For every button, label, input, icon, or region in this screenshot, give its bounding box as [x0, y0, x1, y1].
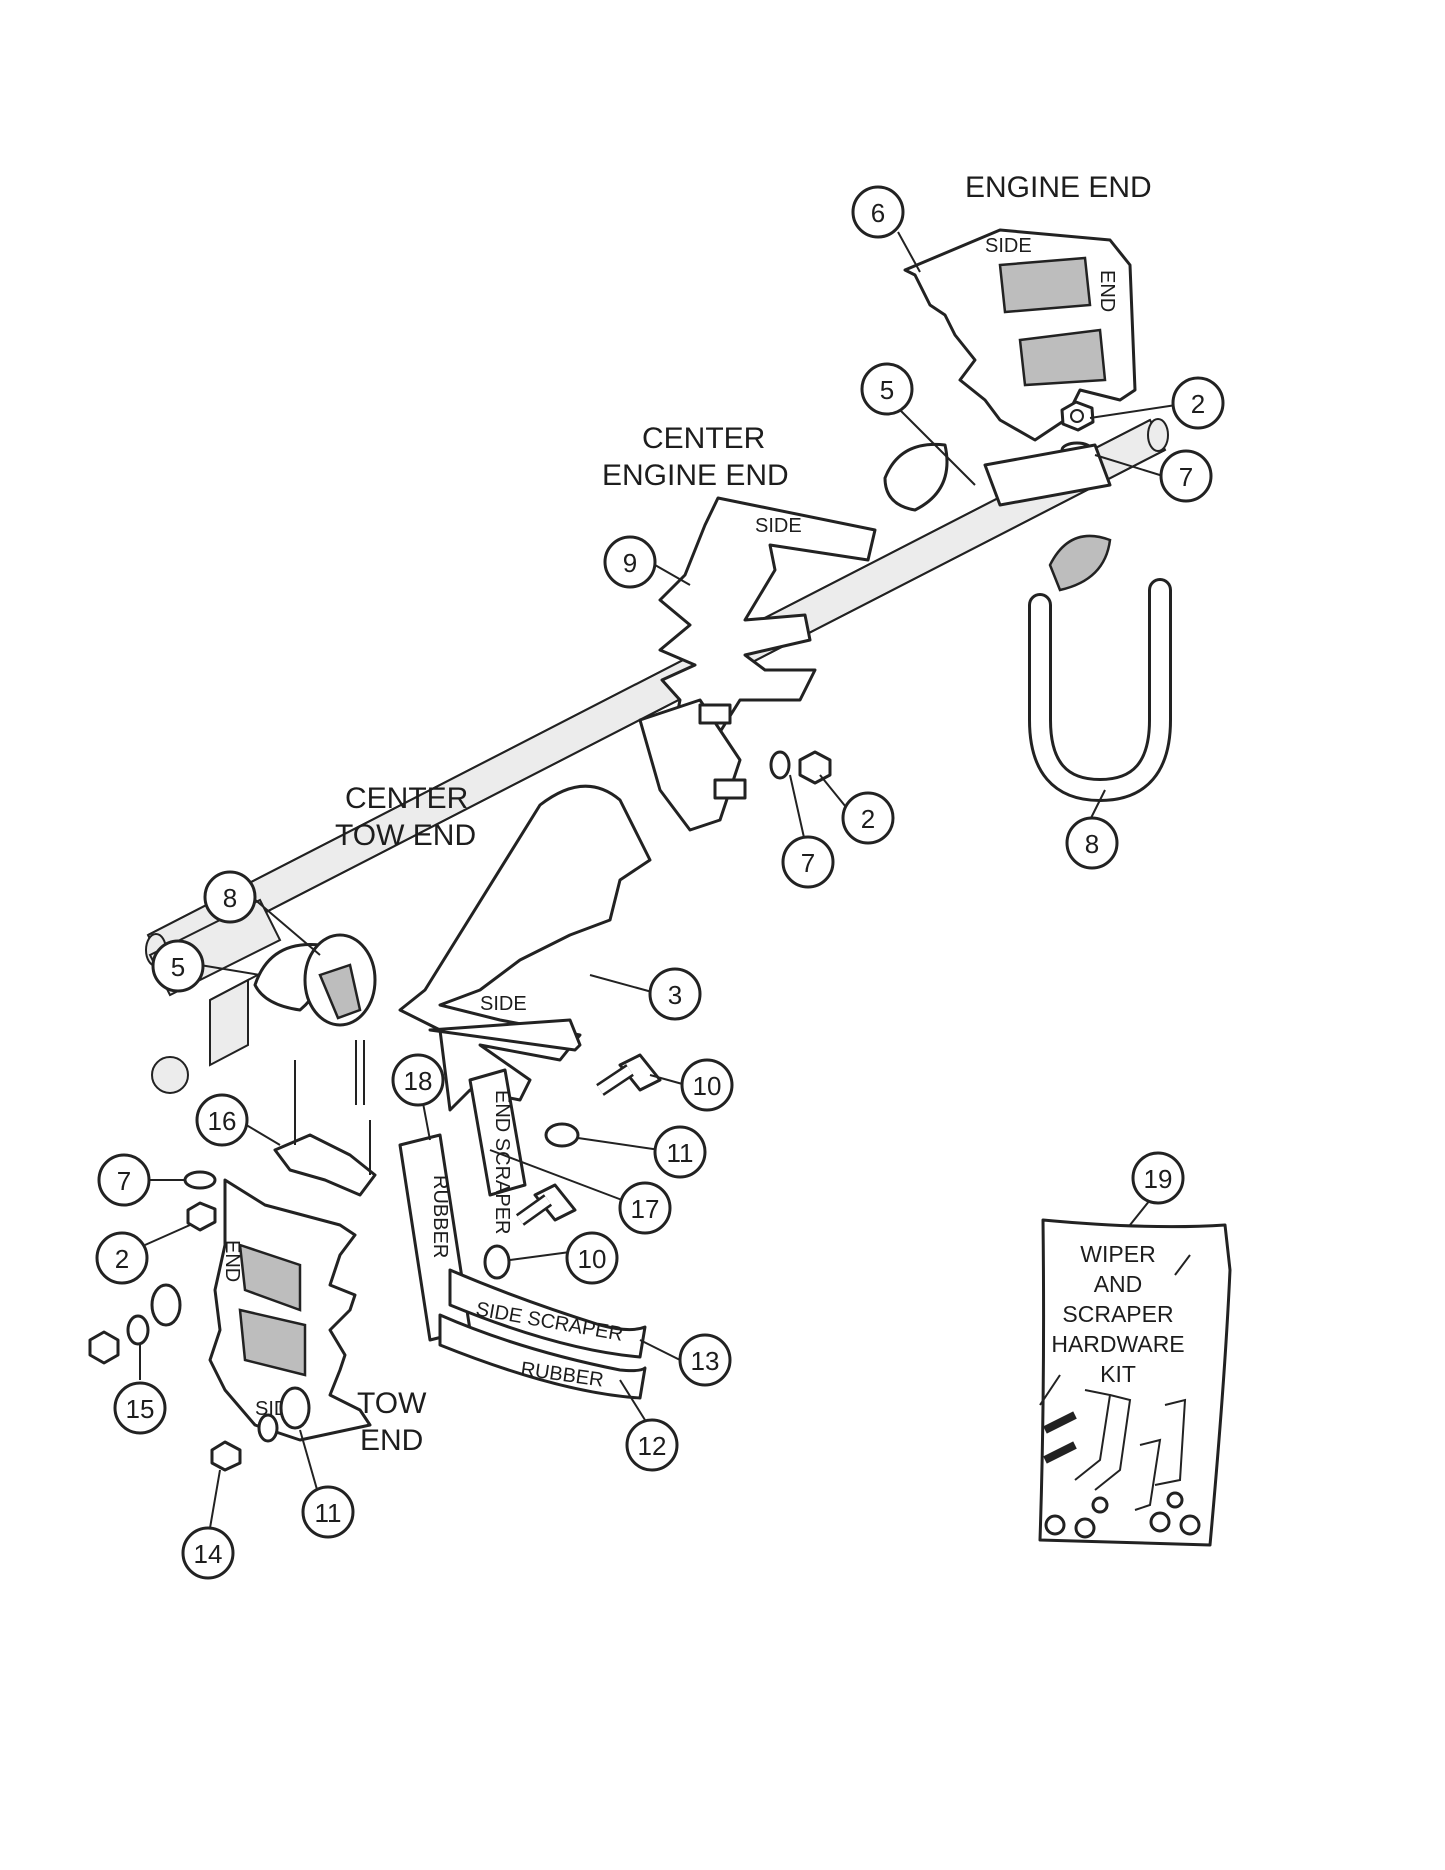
callout-15: 15 [113, 1381, 167, 1435]
tow-end-wiper-plate: SIDE END [208, 1178, 372, 1442]
label-center-tow-end-line2: TOW END [335, 819, 476, 852]
label-center-engine-end-line1: CENTER [642, 422, 765, 455]
callout-6: 6 [851, 185, 905, 239]
callout-17: 17 [618, 1181, 672, 1235]
callout-11: 11 [653, 1125, 707, 1179]
svg-text:18: 18 [404, 1066, 433, 1096]
engine-end-u-bolt [1028, 578, 1172, 803]
svg-text:17: 17 [631, 1194, 660, 1224]
svg-text:2: 2 [861, 804, 875, 834]
callout-7: 7 [97, 1153, 151, 1207]
plate-text-rubber: RUBBER [429, 1175, 451, 1258]
plate-text-side: SIDE [480, 993, 527, 1015]
bolt-upper [544, 1053, 662, 1148]
engine-end-wiper-plate: SIDE END [903, 228, 1137, 442]
tow-end-clamp-bracket [273, 1060, 377, 1197]
svg-text:2: 2 [115, 1244, 129, 1274]
label-center-tow-end-line1: CENTER [345, 782, 468, 815]
label-center-engine-end-line2: ENGINE END [602, 459, 789, 492]
svg-text:8: 8 [1085, 829, 1099, 859]
svg-text:9: 9 [623, 548, 637, 578]
center-tow-end-plate: SIDE [398, 784, 652, 1112]
svg-text:8: 8 [223, 883, 237, 913]
callout-12: 12 [625, 1418, 679, 1472]
callout-2: 2 [95, 1231, 149, 1285]
callout-2: 2 [1171, 376, 1225, 430]
engine-end-hardware [983, 400, 1112, 507]
plate-text-end: END [1096, 270, 1118, 312]
kit-label-line4: HARDWARE [1051, 1331, 1184, 1357]
callout-10: 10 [680, 1058, 734, 1112]
callout-11: 11 [301, 1485, 355, 1539]
svg-text:3: 3 [668, 980, 682, 1010]
center-engine-end-plate: SIDE [658, 496, 877, 762]
callout-8: 8 [1065, 816, 1119, 870]
kit-label-line2: AND [1094, 1271, 1143, 1297]
label-engine-end: ENGINE END [965, 171, 1152, 204]
svg-text:5: 5 [880, 375, 894, 405]
callout-5: 5 [860, 362, 914, 416]
svg-text:7: 7 [801, 848, 815, 878]
callout-16: 16 [195, 1093, 249, 1147]
plate-text-side: SIDE [985, 235, 1032, 257]
callout-13: 13 [678, 1333, 732, 1387]
svg-text:7: 7 [117, 1166, 131, 1196]
svg-text:10: 10 [578, 1244, 607, 1274]
plate-text-side: SIDE [755, 515, 802, 537]
label-tow-end-line1: TOW [357, 1387, 427, 1420]
svg-text:19: 19 [1144, 1164, 1173, 1194]
plate-text-end-scraper: END SCRAPER [491, 1090, 513, 1234]
callout-8: 8 [203, 870, 257, 924]
svg-text:2: 2 [1191, 389, 1205, 419]
svg-text:5: 5 [171, 952, 185, 982]
callout-19: 19 [1131, 1151, 1185, 1205]
tow-end-bearing-cap [253, 933, 377, 1027]
callout-3: 3 [648, 967, 702, 1021]
callout-9: 9 [603, 535, 657, 589]
svg-text:6: 6 [871, 198, 885, 228]
kit-label-line3: SCRAPER [1062, 1301, 1173, 1327]
end-scraper-strip: END SCRAPER [468, 1068, 527, 1234]
callout-2: 2 [841, 791, 895, 845]
callout-14: 14 [181, 1526, 235, 1580]
svg-text:16: 16 [208, 1106, 237, 1136]
svg-text:15: 15 [126, 1394, 155, 1424]
kit-label-line1: WIPER [1080, 1241, 1155, 1267]
callout-5: 5 [151, 939, 205, 993]
label-tow-end-line2: END [360, 1424, 423, 1457]
callout-7: 7 [1159, 449, 1213, 503]
svg-text:13: 13 [691, 1346, 720, 1376]
svg-text:11: 11 [667, 1138, 694, 1168]
hardware-kit-bag: WIPER AND SCRAPER HARDWARE KIT [1038, 1218, 1232, 1547]
bolt-lower [483, 1183, 577, 1280]
callout-10: 10 [565, 1231, 619, 1285]
callout-18: 18 [391, 1053, 445, 1107]
svg-text:10: 10 [693, 1071, 722, 1101]
plate-text-end: END [221, 1240, 243, 1282]
drive-shaft [145, 418, 1169, 1094]
center-clamp [638, 698, 832, 832]
kit-label-line5: KIT [1100, 1361, 1136, 1387]
svg-text:12: 12 [638, 1431, 667, 1461]
svg-text:7: 7 [1179, 462, 1193, 492]
section-labels: ENGINE END CENTER ENGINE END CENTER TOW … [335, 171, 1152, 1457]
svg-text:14: 14 [194, 1539, 223, 1569]
callout-7: 7 [781, 835, 835, 889]
svg-text:11: 11 [315, 1498, 342, 1528]
callouts: 6 2 7 5 9 2 7 8 8 5 3 16 18 10 11 17 7 2… [95, 185, 1225, 1580]
engine-end-bearing-cap [883, 442, 1112, 592]
